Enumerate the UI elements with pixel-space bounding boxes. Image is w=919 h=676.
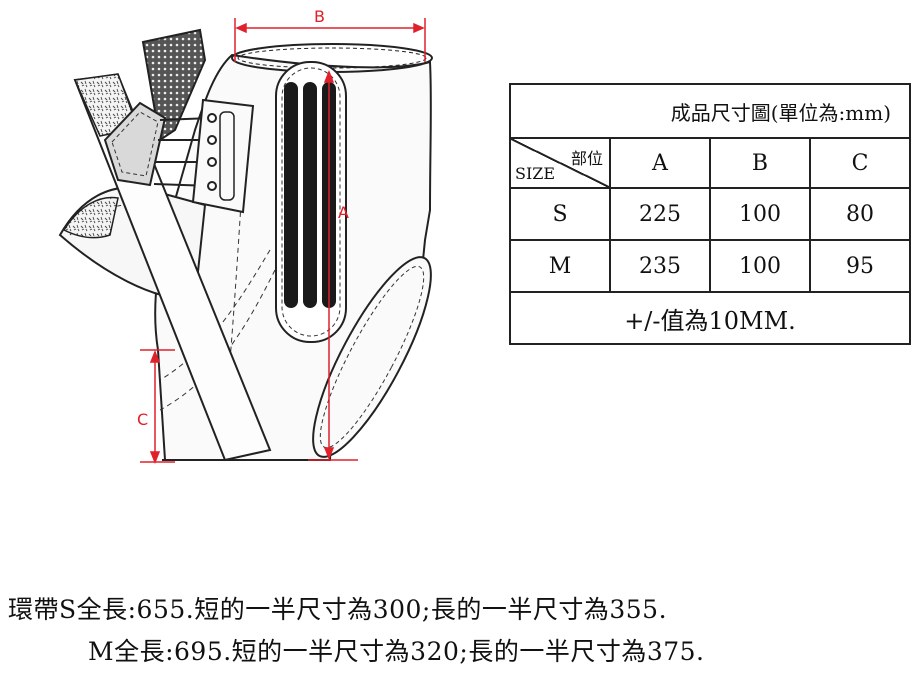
- column-header: C: [809, 137, 911, 189]
- table-cell: 100: [709, 187, 811, 241]
- table-row: M 235 100 95: [509, 239, 911, 293]
- strap-length-note-s: 環帶S全長:655.短的一半尺寸為300;長的一半尺寸為355.: [8, 595, 668, 624]
- dim-label-a: A: [338, 203, 349, 222]
- table-row: S 225 100 80: [509, 187, 911, 241]
- table-cell: 235: [609, 239, 711, 293]
- column-header: B: [709, 137, 811, 189]
- strap-length-note-m: M全長:695.短的一半尺寸為320;長的一半尺寸為375.: [88, 637, 705, 666]
- table-cell: 225: [609, 187, 711, 241]
- table-title: 成品尺寸圖(單位為:mm): [509, 83, 911, 139]
- eyelet-plate: [191, 98, 255, 214]
- row-size: M: [509, 239, 611, 293]
- eyelets: [207, 113, 217, 191]
- table-cell: 100: [709, 239, 811, 293]
- corner-part-label: 部位: [570, 149, 603, 168]
- table-corner: 部位 SIZE: [509, 137, 611, 189]
- dim-label-b: B: [314, 7, 325, 26]
- corner-size-label: SIZE: [515, 164, 556, 183]
- tolerance-note: +/-值為10MM.: [509, 291, 911, 345]
- flap-velcro: [62, 196, 119, 239]
- brace-diagram: B A C: [58, 7, 433, 465]
- stay-bar-1: [284, 82, 298, 308]
- table-cell: 95: [809, 239, 911, 293]
- dimension-a: [308, 69, 358, 461]
- size-table: 成品尺寸圖(單位為:mm) 部位 SIZE A B C S 225 100 80…: [509, 83, 911, 345]
- table-cell: 80: [809, 187, 911, 241]
- column-header: A: [609, 137, 711, 189]
- dimension-b: [234, 18, 426, 62]
- dim-label-c: C: [137, 410, 148, 429]
- row-size: S: [509, 187, 611, 241]
- stay-bar-2: [303, 82, 317, 308]
- dimension-c: [140, 349, 175, 465]
- side-loop: [312, 256, 432, 458]
